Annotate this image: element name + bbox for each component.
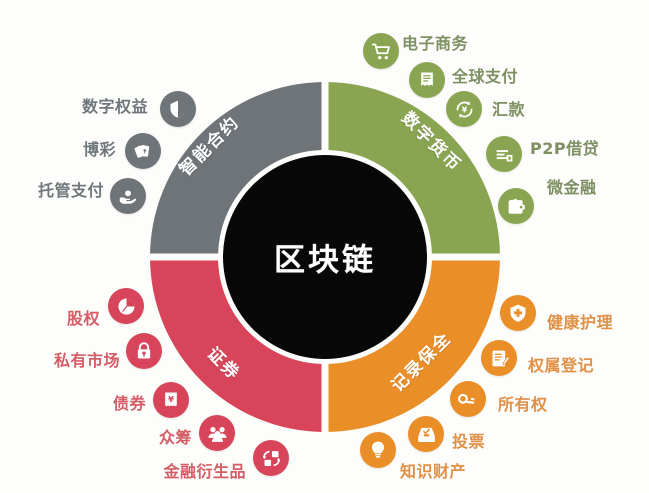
node-label-bonds: 债券 — [112, 394, 146, 413]
node-label-global-payment: 全球支付 — [452, 67, 519, 86]
svg-text:¥: ¥ — [168, 394, 174, 404]
node-label-remittance: 汇款 — [492, 100, 526, 119]
node-label-digital-rights: 数字权益 — [81, 97, 148, 116]
node-icon-bond-certificate[interactable]: ¥ — [153, 382, 189, 418]
pie-chart-icon — [117, 297, 135, 315]
node-icon-medical-shield[interactable] — [500, 295, 536, 331]
node-icon-shield[interactable] — [160, 91, 196, 127]
node-icon-exchange-arrows[interactable] — [253, 440, 289, 476]
lock-icon — [137, 342, 151, 359]
wallet-icon — [508, 198, 525, 214]
ballot-box-icon — [417, 427, 435, 442]
node-label-private-market: 私有市场 — [53, 351, 120, 370]
currency-exchange-icon: ¥ — [456, 100, 472, 118]
node-icon-pie-chart[interactable] — [108, 288, 144, 324]
node-icon-playing-cards[interactable] — [125, 133, 161, 169]
node-label-voting: 投票 — [452, 432, 486, 451]
node-label-derivatives: 金融衍生品 — [163, 462, 246, 481]
segment-digital-currency[interactable] — [325, 82, 500, 257]
bond-certificate-icon: ¥ — [165, 392, 177, 407]
center-title: 区块链 — [274, 242, 376, 279]
node-icon-ballot-box[interactable] — [408, 416, 444, 452]
node-icon-lock[interactable] — [126, 333, 162, 369]
receipt-icon — [421, 72, 433, 86]
segment-smart-contract[interactable] — [150, 82, 325, 257]
node-label-ownership: 所有权 — [498, 395, 548, 414]
node-icon-currency-exchange[interactable]: ¥ — [446, 91, 482, 127]
center-hub[interactable] — [223, 155, 427, 359]
shopping-cart-icon — [371, 43, 390, 59]
playing-cards-icon — [134, 144, 149, 158]
divider-left — [146, 253, 224, 261]
node-icon-shopping-cart[interactable] — [363, 33, 399, 69]
node-label-equity: 股权 — [66, 309, 100, 328]
node-icon-people-group[interactable] — [199, 415, 235, 451]
node-label-microfinance: 微金融 — [547, 178, 597, 197]
svg-text:¥: ¥ — [461, 105, 467, 114]
node-label-title-registry: 权属登记 — [528, 356, 595, 375]
shield-icon — [170, 100, 186, 118]
node-icon-loan-document[interactable] — [486, 136, 522, 172]
divider-top — [321, 78, 329, 156]
lightbulb-icon — [372, 441, 384, 458]
node-label-p2p-lending: P2P借贷 — [530, 139, 600, 158]
exchange-arrows-icon — [262, 450, 280, 466]
node-icon-receipt[interactable] — [409, 62, 445, 98]
node-icon-wallet[interactable] — [498, 188, 534, 224]
divider-right — [426, 253, 504, 261]
document-pen-icon — [492, 350, 510, 366]
node-label-intellectual-property: 知识财产 — [400, 462, 467, 481]
divider-bottom — [321, 358, 329, 436]
node-icon-hand-coin[interactable] — [110, 178, 146, 214]
segment-securities[interactable] — [150, 257, 325, 432]
node-label-healthcare: 健康护理 — [547, 313, 614, 332]
segment-record-keeping[interactable] — [325, 257, 500, 432]
people-group-icon — [207, 426, 226, 442]
hand-coin-icon — [119, 190, 137, 204]
node-icon-lightbulb[interactable] — [360, 432, 396, 468]
node-label-ecommerce: 电子商务 — [402, 34, 469, 53]
node-label-crowdfunding: 众筹 — [158, 428, 192, 447]
loan-document-icon — [496, 149, 512, 161]
node-label-escrow-payment: 托管支付 — [37, 181, 104, 200]
node-label-gambling: 博彩 — [82, 140, 116, 159]
medical-shield-icon — [510, 304, 526, 322]
node-icon-key[interactable] — [450, 381, 486, 417]
key-icon — [457, 393, 475, 404]
node-icon-document-pen[interactable] — [481, 340, 517, 376]
